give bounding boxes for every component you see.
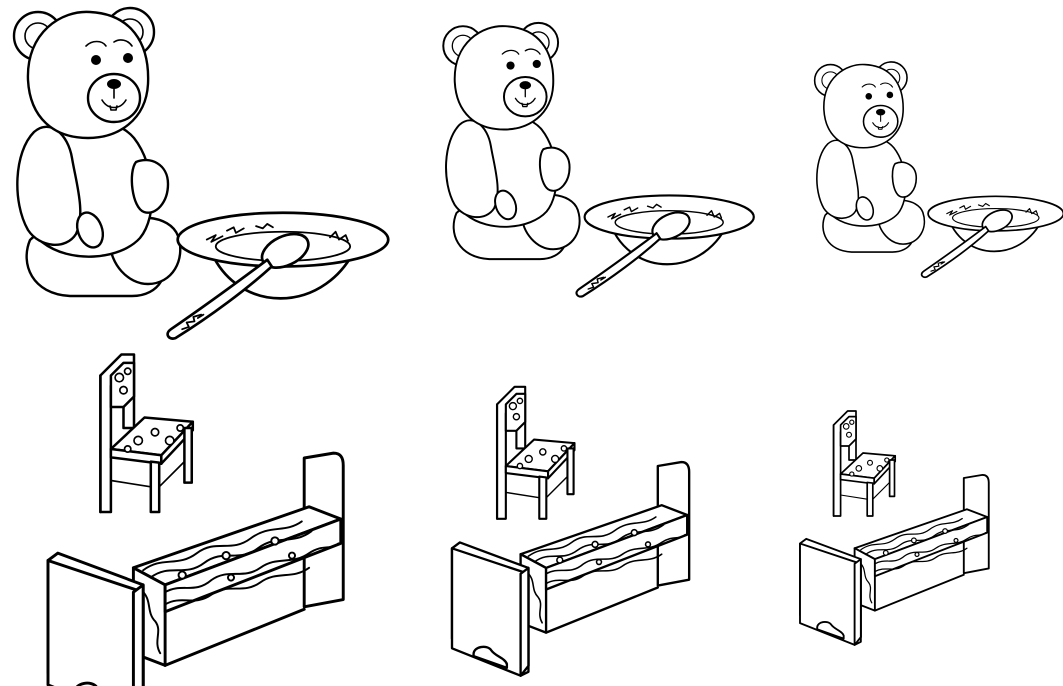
bowl-icon bbox=[166, 211, 390, 340]
chair-icon bbox=[99, 353, 195, 514]
bear-set-medium bbox=[442, 21, 755, 677]
bed-icon bbox=[799, 473, 990, 646]
teddy-bear-icon bbox=[442, 21, 581, 261]
teddy-bear-icon bbox=[12, 6, 182, 298]
bowl-icon bbox=[575, 194, 755, 298]
chair-icon bbox=[832, 410, 897, 517]
chair-icon bbox=[495, 385, 576, 520]
bear-set-small bbox=[799, 61, 1063, 646]
bowl-icon bbox=[920, 195, 1063, 279]
bear-set-large bbox=[12, 6, 390, 686]
bed-icon bbox=[46, 451, 345, 686]
teddy-bear-icon bbox=[813, 61, 926, 253]
